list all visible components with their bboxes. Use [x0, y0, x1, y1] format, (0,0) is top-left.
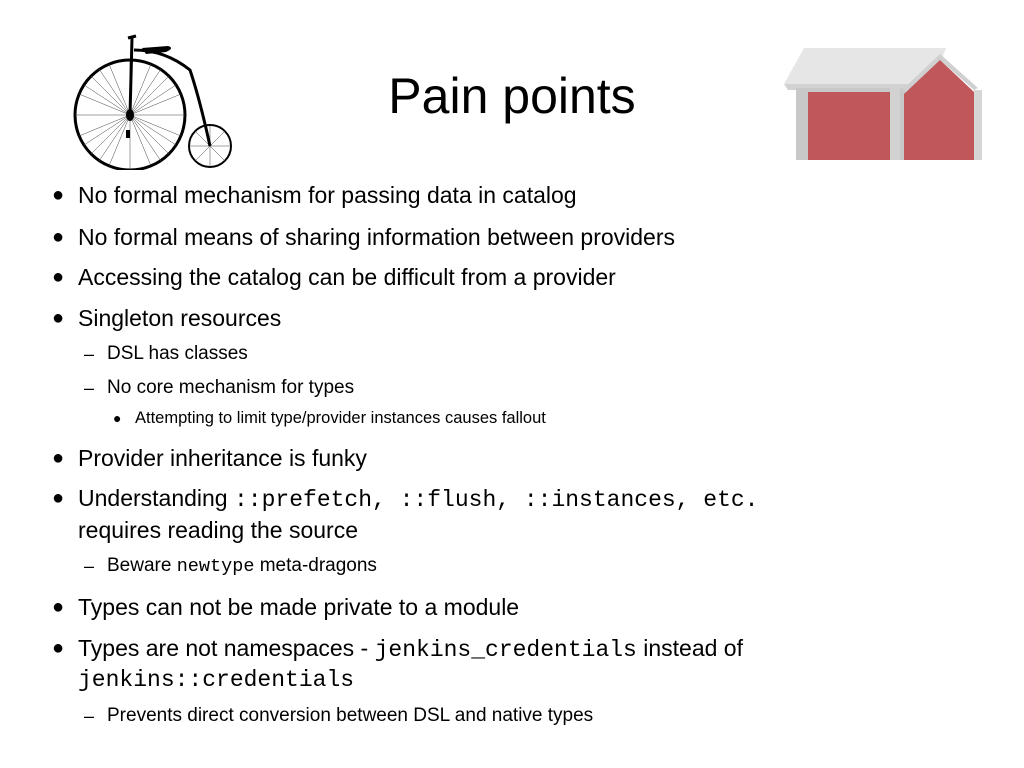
red-barn-icon [784, 48, 982, 160]
bullet-text: Attempting to limit type/provider instan… [135, 409, 546, 427]
list-item: – No core mechanism for types [84, 376, 355, 400]
bullet-marker: ● [52, 447, 65, 469]
bullet-marker: ● [113, 410, 122, 426]
bullet-marker: ● [52, 307, 65, 329]
dash-marker: – [84, 706, 95, 726]
bullet-text: meta-dragons [254, 555, 377, 576]
list-item: ● Attempting to limit type/provider inst… [113, 407, 546, 429]
list-item: – Prevents direct conversion between DSL… [84, 704, 594, 728]
bullet-text: No core mechanism for types [107, 377, 355, 398]
bullet-text: Singleton resources [78, 305, 282, 331]
list-item: ● Types can not be made private to a mod… [52, 592, 520, 622]
list-item: ● Singleton resources [52, 303, 282, 333]
code-text-continuation: jenkins::credentials [78, 667, 355, 693]
bullet-text: DSL has classes [107, 343, 248, 364]
code-text: jenkins_credentials [374, 637, 637, 663]
bullet-text: No formal mechanism for passing data in … [78, 182, 577, 208]
bullet-text: Accessing the catalog can be difficult f… [78, 264, 616, 290]
bullet-marker: ● [52, 266, 65, 288]
bullet-marker: ● [52, 637, 65, 659]
dash-marker: – [84, 344, 95, 364]
bullet-text: Types can not be made private to a modul… [78, 594, 520, 620]
list-item: ● Provider inheritance is funky [52, 443, 367, 473]
bullet-text: Understanding [78, 485, 234, 511]
list-item: ● No formal mechanism for passing data i… [52, 180, 577, 210]
code-text: ::prefetch, ::flush, ::instances, etc. [234, 487, 759, 513]
dash-marker: – [84, 556, 95, 576]
dash-marker: – [84, 378, 95, 398]
bullet-text: instead of [636, 635, 743, 661]
bullet-text: Provider inheritance is funky [78, 445, 367, 471]
list-item: ● No formal means of sharing information… [52, 222, 676, 252]
bullet-marker: ● [52, 184, 65, 206]
slide-title: Pain points [388, 68, 636, 124]
bullet-text: Beware [107, 555, 177, 576]
list-item: ● Types are not namespaces - jenkins_cre… [52, 633, 743, 695]
bullet-marker: ● [52, 487, 65, 509]
code-text: newtype [176, 556, 255, 577]
bullet-text: Prevents direct conversion between DSL a… [107, 705, 594, 726]
bullet-text-continuation: requires reading the source [78, 517, 358, 543]
list-item: – DSL has classes [84, 342, 248, 366]
bullet-marker: ● [52, 596, 65, 618]
list-item: – Beware newtype meta-dragons [84, 554, 377, 579]
penny-farthing-bicycle-icon [73, 34, 232, 170]
list-item: ● Understanding ::prefetch, ::flush, ::i… [52, 483, 759, 545]
bullet-text: Types are not namespaces - [78, 635, 375, 661]
bullet-text: No formal means of sharing information b… [78, 224, 676, 250]
bullet-marker: ● [52, 226, 65, 248]
list-item: ● Accessing the catalog can be difficult… [52, 262, 616, 292]
